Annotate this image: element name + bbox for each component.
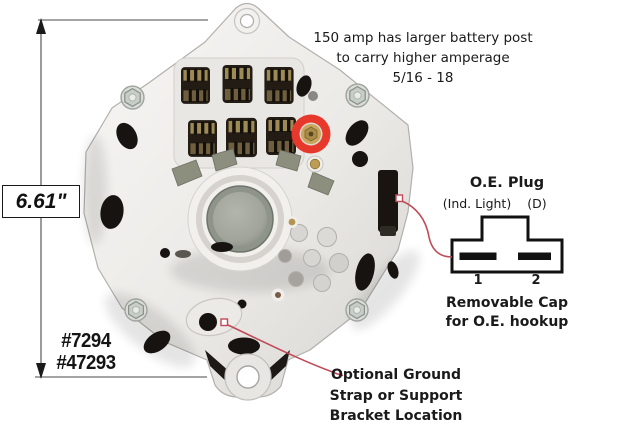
side-socket — [378, 170, 398, 236]
plug-caption: Removable Cap for O.E. hookup — [443, 294, 571, 332]
plug-pin-1-label: 1 — [473, 273, 483, 288]
plug-slot-1 — [459, 252, 497, 260]
top-tab-hole — [233, 7, 261, 35]
hole-cluster — [278, 224, 349, 292]
bolt-upper-left — [120, 85, 145, 110]
leader-line-ground-to-note — [227, 324, 344, 377]
ground-note: Optional Ground Strap or Support Bracket… — [323, 365, 469, 427]
top-note-line-1: 150 amp has larger battery post — [313, 30, 533, 46]
oe-plug-diagram — [450, 215, 564, 274]
top-note-line-3: 5/16 - 18 — [392, 70, 454, 86]
bottom-tab-hole — [224, 353, 272, 401]
part-number-1: #7294 — [61, 330, 111, 352]
ground-strap-boss — [185, 297, 243, 337]
ground-note-line-1: Optional Ground — [330, 367, 462, 383]
battery-post — [291, 114, 331, 173]
part-number-2: #47293 — [56, 351, 116, 374]
leader-marker-socket — [395, 194, 404, 203]
plug-label-ind-light: (Ind. Light) — [442, 196, 512, 211]
leader-line-socket-to-plug — [401, 200, 453, 258]
plug-slot-2 — [518, 252, 551, 260]
bolt-lower-right — [345, 298, 369, 322]
alternator-illustration — [83, 2, 420, 401]
dimension-label: 6.61" — [2, 185, 80, 218]
radial-slots — [171, 148, 335, 196]
top-note-line-2: to carry higher amperage — [336, 50, 510, 66]
part-numbers: #7294 #47293 — [32, 330, 140, 374]
plug-label-d: (D) — [527, 196, 547, 211]
plug-caption-line-2: for O.E. hookup — [445, 314, 569, 330]
ground-note-line-2: Strap or Support — [329, 387, 463, 404]
plug-caption-line-1: Removable Cap — [446, 295, 568, 311]
top-note: 150 amp has larger battery post to carry… — [293, 28, 553, 88]
arrowhead-down — [36, 363, 46, 379]
plug-pin-2-label: 2 — [531, 273, 541, 288]
leader-lines — [220, 194, 453, 377]
leader-marker-ground — [220, 318, 229, 327]
plug-outline — [450, 215, 564, 274]
bolt-lower-left — [124, 298, 148, 322]
arrowhead-up — [36, 18, 46, 34]
center-hub — [187, 166, 293, 272]
plug-title: O.E. Plug — [469, 175, 545, 191]
ground-note-line-3: Bracket Location — [329, 408, 463, 424]
